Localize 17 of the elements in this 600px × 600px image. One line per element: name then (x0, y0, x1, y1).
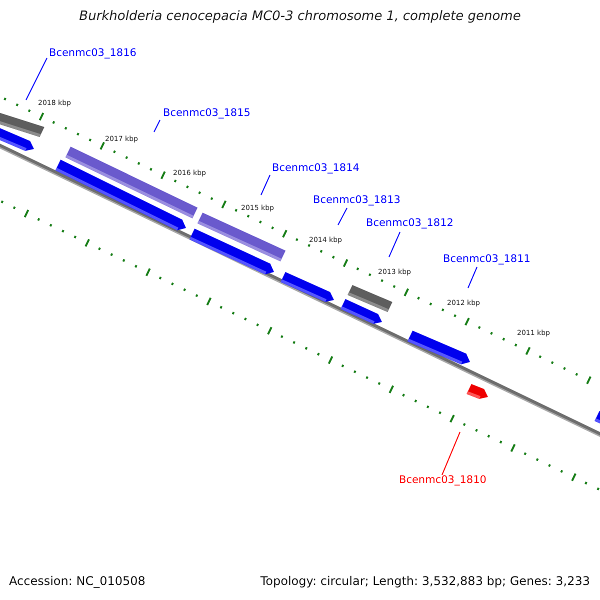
accession-text: Accession: NC_010508 (9, 574, 146, 588)
gene-label: Bcenmc03_1812 (366, 217, 454, 229)
leader-line (260, 174, 270, 196)
leader-line (338, 208, 348, 226)
leader-line (154, 120, 160, 132)
map-title: Burkholderia cenocepacia MC0-3 chromosome 1, complete genome (78, 9, 522, 24)
leader-line (388, 232, 400, 258)
gene-label: Bcenmc03_1813 (313, 194, 400, 206)
gene-label: Bcenmc03_1814 (272, 162, 360, 174)
gene-label: Bcenmc03_1810 (399, 474, 486, 486)
leader-line (468, 266, 478, 288)
gene-label: Bcenmc03_1815 (163, 107, 250, 119)
gene-label: Bcenmc03_1811 (443, 253, 530, 265)
leader-line (26, 58, 48, 100)
gene-label: Bcenmc03_1816 (49, 47, 136, 59)
genome-summary-text: Topology: circular; Length: 3,532,883 bp; Genes: 3,233 (260, 574, 590, 588)
leader-line (442, 432, 460, 476)
